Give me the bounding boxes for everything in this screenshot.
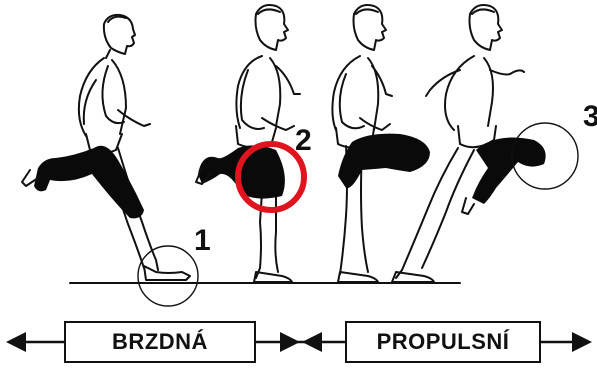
propulsive-phase-label: PROPULSNÍ <box>345 321 541 363</box>
braking-phase-label: BRZDNÁ <box>64 321 256 363</box>
arrow-left-icon <box>302 332 322 352</box>
runner-1 <box>22 15 198 306</box>
runner-2 <box>196 5 304 282</box>
marker-label-3: 3 <box>583 102 597 132</box>
arrow-right-icon <box>280 332 300 352</box>
marker-label-2: 2 <box>295 126 312 156</box>
marker-label-1: 1 <box>194 226 211 256</box>
arrow-right-icon <box>572 332 592 352</box>
arrow-left-icon <box>6 332 26 352</box>
